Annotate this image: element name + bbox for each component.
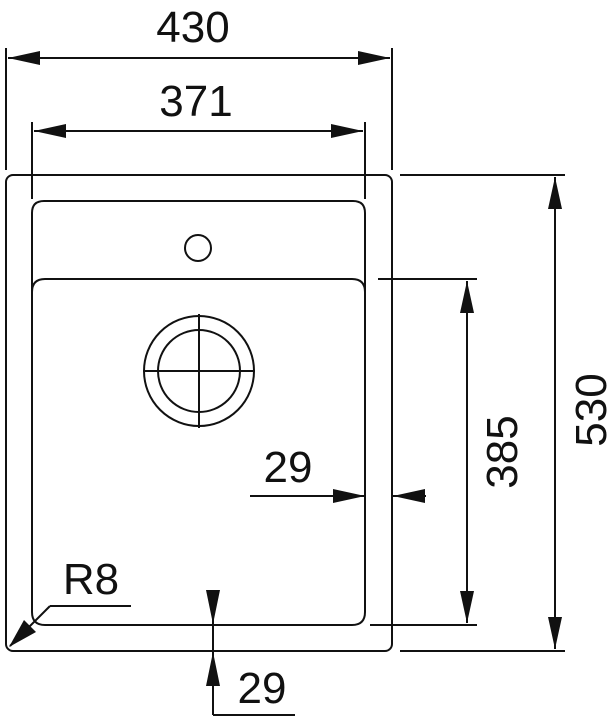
drainer-outline xyxy=(31,200,366,265)
dimension-overall-depth: 530 xyxy=(400,174,611,652)
outer-sink-outline xyxy=(5,174,393,652)
dim-label-371: 371 xyxy=(159,77,232,126)
dimension-overall-width: 430 xyxy=(5,3,393,170)
dimension-bowl-width: 371 xyxy=(31,77,366,199)
dim-label-385: 385 xyxy=(478,415,527,488)
tap-hole-icon xyxy=(184,234,212,262)
dimension-bowl-depth: 385 xyxy=(370,278,527,626)
bowl-outline xyxy=(31,278,366,626)
dim-label-r8: R8 xyxy=(63,555,119,604)
dim-label-side-29: 29 xyxy=(264,443,313,492)
dimension-side-rim: 29 xyxy=(250,443,426,503)
dimension-front-rim: 29 xyxy=(206,590,295,716)
dim-label-430: 430 xyxy=(156,3,229,52)
dim-label-front-29: 29 xyxy=(238,664,287,713)
drain-icon xyxy=(143,314,255,428)
corner-radius-callout: R8 xyxy=(9,555,131,647)
dim-label-530: 530 xyxy=(567,373,611,446)
